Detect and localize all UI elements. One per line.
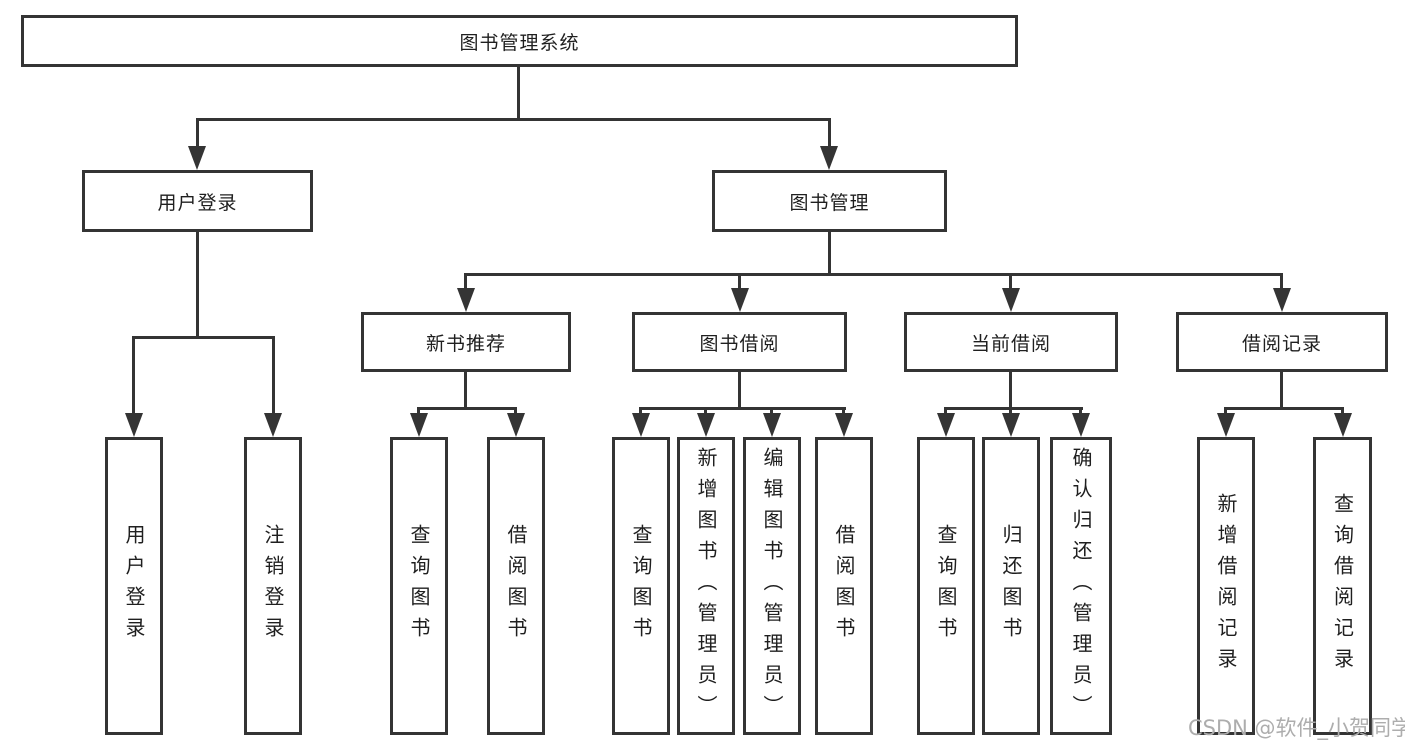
connector-line [842,407,845,417]
node-label: 图书借阅 [699,332,780,355]
node-borrowing-records: 借阅记录 [1176,312,1388,372]
connector-line [828,118,831,148]
leaf-label: 查询图书 [934,524,958,648]
connector-line [417,407,517,410]
leaf-confirm-return-admin: 确认归还（管理员） [1050,437,1112,735]
leaf-add-borrow-record: 新增借阅记录 [1197,437,1255,735]
connector-line [704,407,707,417]
connector-line [1009,273,1012,290]
leaf-query-books: 查询图书 [390,437,448,735]
arrowhead-icon [1002,413,1020,437]
arrowhead-icon [937,413,955,437]
connector-line [517,64,520,120]
arrowhead-icon [697,413,715,437]
arrowhead-icon [1334,413,1352,437]
arrowhead-icon [1217,413,1235,437]
connector-line [944,407,1083,410]
node-book-management: 图书管理 [712,170,947,232]
node-label: 借阅记录 [1241,332,1322,355]
connector-line [1280,372,1283,410]
leaf-label: 新增图书（管理员） [694,446,718,726]
node-label: 新书推荐 [425,332,506,355]
connector-line [1280,273,1283,290]
leaf-label: 编辑图书（管理员） [760,446,784,726]
connector-line [1079,407,1082,417]
node-library-management-system: 图书管理系统 [21,15,1018,67]
node-label: 用户登录 [157,191,238,214]
node-current-borrowing: 当前借阅 [904,312,1118,372]
node-label: 当前借阅 [970,332,1051,355]
leaf-label: 查询图书 [407,524,431,648]
leaf-borrow-books: 借阅图书 [815,437,873,735]
connector-line [639,407,846,410]
arrowhead-icon [1002,288,1020,312]
leaf-label: 借阅图书 [832,524,856,648]
leaf-label: 借阅图书 [504,524,528,648]
connector-line [132,336,275,339]
arrowhead-icon [1273,288,1291,312]
connector-line [417,407,420,417]
connector-line [770,407,773,417]
arrowhead-icon [1072,413,1090,437]
leaf-user-login: 用户登录 [105,437,163,735]
connector-line [1224,407,1344,410]
leaf-label: 查询借阅记录 [1330,493,1355,679]
connector-line [464,372,467,410]
connector-line [272,336,275,415]
arrowhead-icon [507,413,525,437]
node-label: 图书管理 [789,191,870,214]
leaf-borrow-books: 借阅图书 [487,437,545,735]
leaf-return-books: 归还图书 [982,437,1040,735]
arrowhead-icon [632,413,650,437]
connector-line [1341,407,1344,417]
arrowhead-icon [188,146,206,170]
connector-line [464,273,1283,276]
leaf-query-books: 查询图书 [917,437,975,735]
leaf-edit-books-admin: 编辑图书（管理员） [743,437,801,735]
connector-line [196,232,199,337]
leaf-label: 用户登录 [122,524,146,648]
connector-line [514,407,517,417]
connector-line [639,407,642,417]
leaf-query-borrow-record: 查询借阅记录 [1313,437,1372,735]
arrowhead-icon [264,413,282,437]
connector-line [738,372,741,410]
leaf-query-books: 查询图书 [612,437,670,735]
connector-line [464,273,467,290]
leaf-label: 查询图书 [629,524,653,648]
connector-line [1009,407,1012,417]
arrowhead-icon [731,288,749,312]
node-new-book-recommend: 新书推荐 [361,312,571,372]
connector-line [828,232,831,276]
connector-line [738,273,741,290]
node-label: 图书管理系统 [459,31,580,54]
arrowhead-icon [457,288,475,312]
leaf-label: 注销登录 [261,524,285,648]
arrowhead-icon [820,146,838,170]
node-user-login: 用户登录 [82,170,313,232]
leaf-logout: 注销登录 [244,437,302,735]
arrowhead-icon [410,413,428,437]
leaf-label: 确认归还（管理员） [1069,446,1093,726]
connector-line [196,118,199,148]
connector-line [1009,372,1012,410]
leaf-add-books-admin: 新增图书（管理员） [677,437,735,735]
leaf-label: 归还图书 [999,524,1023,648]
connector-line [196,118,831,121]
csdn-watermark: CSDN @软件_小贺同学 [1188,716,1405,740]
arrowhead-icon [125,413,143,437]
arrowhead-icon [763,413,781,437]
leaf-label: 新增借阅记录 [1214,493,1238,679]
connector-line [944,407,947,417]
node-book-borrowing: 图书借阅 [632,312,847,372]
connector-line [132,336,135,415]
connector-line [1224,407,1227,417]
arrowhead-icon [835,413,853,437]
